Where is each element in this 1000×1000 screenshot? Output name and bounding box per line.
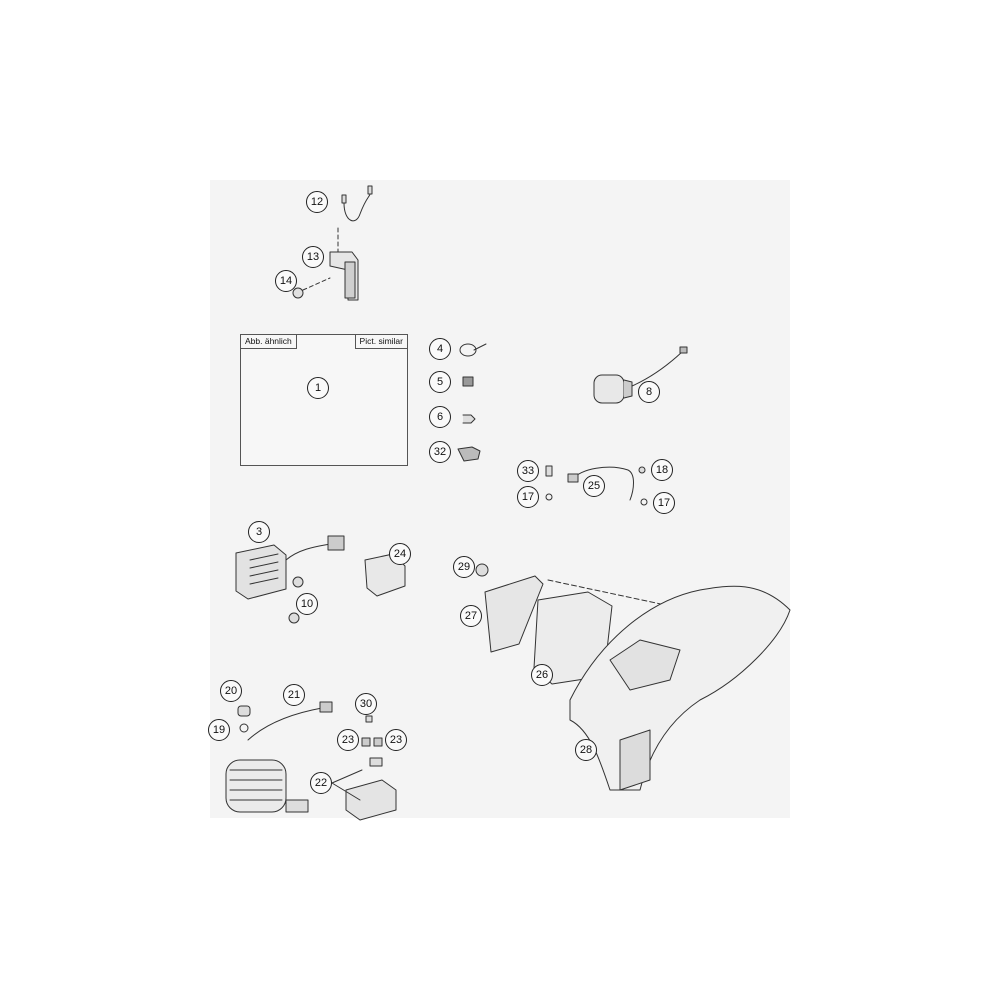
- callout-19: 19: [208, 719, 230, 741]
- callout-10: 10: [296, 593, 318, 615]
- callout-12: 12: [306, 191, 328, 213]
- callout-26: 26: [531, 664, 553, 686]
- callout-17-left: 17: [517, 486, 539, 508]
- callout-20: 20: [220, 680, 242, 702]
- callout-29: 29: [453, 556, 475, 578]
- callout-25: 25: [583, 475, 605, 497]
- callout-33: 33: [517, 460, 539, 482]
- callout-13: 13: [302, 246, 324, 268]
- callout-30: 30: [355, 693, 377, 715]
- callout-4: 4: [429, 338, 451, 360]
- horn-drawing: [593, 346, 688, 404]
- inset-label-right: Pict. similar: [354, 335, 407, 349]
- callout-24: 24: [389, 543, 411, 565]
- callout-1: 1: [307, 377, 329, 399]
- callout-18: 18: [651, 459, 673, 481]
- callout-23-right: 23: [385, 729, 407, 751]
- inset-label-left: Abb. ähnlich: [241, 335, 297, 349]
- callout-17-right: 17: [653, 492, 675, 514]
- callout-22: 22: [310, 772, 332, 794]
- callout-8: 8: [638, 381, 660, 403]
- wiring-harness-inset: Abb. ähnlich Pict. similar: [240, 334, 408, 466]
- starter-relay-drawing: [331, 715, 397, 821]
- callout-23-left: 23: [337, 729, 359, 751]
- callout-6: 6: [429, 406, 451, 428]
- callout-3: 3: [248, 521, 270, 543]
- callout-14: 14: [275, 270, 297, 292]
- voltage-regulator-drawing: [235, 535, 345, 624]
- starter-cable-drawing: [237, 701, 333, 741]
- speed-sensor-drawing: [292, 185, 373, 301]
- ground-cable-drawing: [545, 465, 648, 506]
- callout-28: 28: [575, 739, 597, 761]
- callout-5: 5: [429, 371, 451, 393]
- callout-32: 32: [429, 441, 451, 463]
- small-clips-drawing: [457, 343, 487, 462]
- battery-and-fender-drawing: [475, 563, 791, 791]
- starter-motor-drawing: [225, 759, 309, 813]
- callout-27: 27: [460, 605, 482, 627]
- callout-21: 21: [283, 684, 305, 706]
